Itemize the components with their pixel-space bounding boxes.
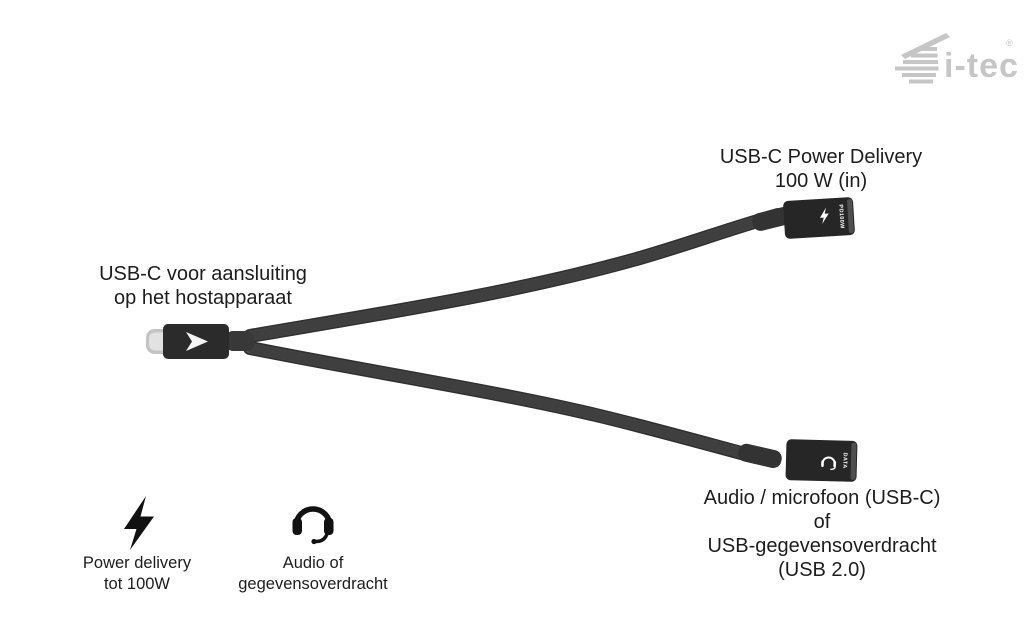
data-port-marking-text: DATA — [841, 453, 847, 469]
callout-audio-line4: (USB 2.0) — [778, 559, 866, 581]
data-port-opening — [850, 442, 857, 480]
power-connector-body — [783, 197, 855, 239]
feature-power-line2: tot 100W — [103, 575, 171, 593]
lightning-bolt-icon — [124, 496, 154, 550]
callout-audio-line2: of — [813, 511, 831, 533]
feature-power-line1: Power delivery — [82, 554, 192, 572]
power-port-marking-text: PD100W — [837, 204, 845, 229]
callout-audio-line1: Audio / microfoon (USB-C) — [703, 487, 941, 509]
itec-logo: i-tec ® — [895, 33, 1019, 85]
callout-power-line2: 100 W (in) — [774, 170, 868, 192]
feature-power-caption: Power delivery tot 100W — [83, 553, 191, 595]
feature-audio-line1: Audio of — [282, 554, 344, 572]
power-strain-relief — [752, 206, 794, 231]
callout-audio-line3: USB-gegevensoverdracht — [707, 535, 937, 557]
feature-audio-line2: gegevensoverdracht — [238, 575, 388, 593]
callout-audio: Audio / microfoon (USB-C) of USB-gegeven… — [704, 486, 941, 582]
callout-host: USB-C voor aansluiting op het hostappara… — [99, 262, 307, 310]
callout-power-delivery: USB-C Power Delivery 100 W (in) — [720, 145, 922, 193]
power-bolt-marking-icon — [819, 207, 829, 225]
power-connector: PD100W — [752, 197, 855, 239]
cable-lower-branch — [243, 341, 763, 464]
callout-host-line1: USB-C voor aansluiting — [99, 263, 307, 285]
power-port-opening — [847, 199, 854, 234]
data-headset-marking-icon — [821, 456, 837, 470]
itec-logo-text: i-tec — [944, 47, 1019, 85]
cable-upper-branch — [243, 208, 785, 343]
host-strain-relief — [226, 331, 254, 351]
headset-icon — [292, 506, 334, 545]
itec-logo-registered-mark: ® — [1006, 38, 1013, 48]
callout-power-line1: USB-C Power Delivery — [719, 146, 923, 168]
data-connector-body — [785, 439, 858, 482]
host-connector — [146, 324, 254, 359]
data-connector: DATA — [738, 439, 858, 482]
itec-arrow-icon — [186, 332, 208, 351]
feature-audio-caption: Audio of gegevensoverdracht — [238, 553, 388, 595]
data-strain-relief — [738, 443, 782, 469]
callout-host-line2: op het hostapparaat — [114, 287, 292, 309]
itec-logo-swoosh-icon — [895, 33, 950, 84]
